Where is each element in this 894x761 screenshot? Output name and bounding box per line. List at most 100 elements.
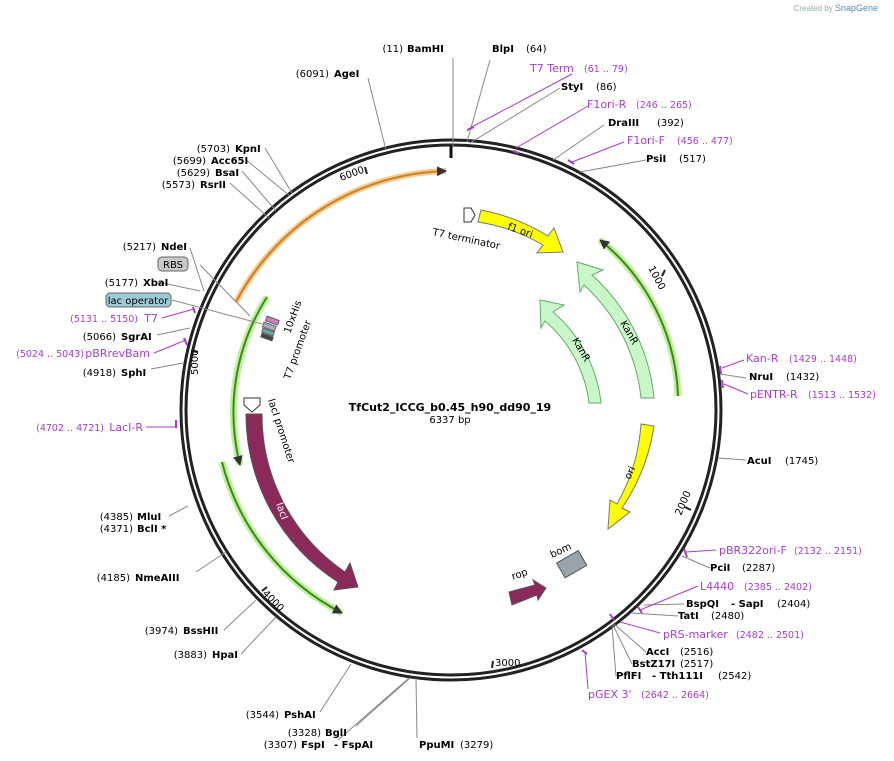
- primer-l4440: L4440: [700, 580, 734, 593]
- enzyme-fspi: FspI: [301, 740, 325, 751]
- enzyme-sgrai: SgrAI: [121, 332, 152, 343]
- green-arc-lower-line: [221, 461, 343, 614]
- ori-feature: [607, 423, 655, 531]
- enzyme-kpni: KpnI: [235, 144, 261, 155]
- enzyme-pos-bstz17i: (2517): [680, 659, 713, 670]
- lac-operator-label: lac operator: [108, 296, 169, 307]
- enzyme-nrui: NruI: [749, 372, 773, 383]
- enzyme-pos-ndei: (5217): [123, 242, 156, 253]
- laci-promoter-arrow: [243, 397, 261, 413]
- enzyme-pos-acui: (1745): [785, 456, 818, 467]
- enzyme-psii: PsiI: [646, 154, 666, 165]
- primer-range-t7term: (61 .. 79): [584, 64, 628, 75]
- enzyme-pos-acci: (2516): [680, 647, 713, 658]
- enzyme-pos-pflfi: (2542): [718, 671, 751, 682]
- plasmid-length: 6337 bp: [429, 415, 470, 426]
- primer-range-pgex3: (2642 .. 2664): [641, 690, 709, 701]
- rop-label: rop: [510, 567, 529, 583]
- laci-promoter-label: lacI promoter: [265, 398, 296, 466]
- backbone-outer-ring: [179, 138, 723, 682]
- enzyme-pos-sphi: (4918): [83, 368, 116, 379]
- enzyme-nmeaiii: NmeAIII: [135, 573, 179, 584]
- enzyme-rsrii: RsrII: [200, 180, 226, 191]
- bom-feature: [555, 549, 588, 579]
- primer-pbrrevbam: pBRrevBam: [85, 347, 150, 360]
- primer-laci-r: LacI-R: [109, 421, 143, 434]
- enzyme-bstz17i: BstZ17I: [632, 659, 675, 670]
- snapgene-credit: Created by SnapGene: [794, 3, 878, 13]
- enzyme-blpi: BlpI: [492, 44, 514, 55]
- enzyme-bamhi: BamHI: [407, 44, 444, 55]
- primer-range-l4440: (2385 .. 2402): [744, 582, 812, 593]
- backbone-inner-ring: [184, 143, 718, 677]
- enzyme-tati: TatI: [678, 611, 699, 622]
- primer-range-pentr-r: (1513 .. 1532): [808, 390, 876, 401]
- tick-label-4000: 4000: [260, 588, 286, 614]
- leader-lines: [150, 58, 747, 741]
- tick-label-2000: 2000: [674, 489, 694, 517]
- enzyme-agei: AgeI: [334, 69, 359, 80]
- enzyme-pos-pshai: (3544): [246, 710, 279, 721]
- enzyme-styi: StyI: [561, 82, 583, 93]
- enzyme-xbai: XbaI: [143, 278, 168, 289]
- enzyme-mlui: MluI: [137, 512, 161, 523]
- enzyme-labels: (11) BamHI BlpI (64) StyI (86) DraIII (3…: [83, 44, 820, 751]
- enzyme-pos-bsai: (5629): [177, 168, 210, 179]
- tick-label-3000: 3000: [495, 658, 520, 669]
- enzyme-acci: AccI: [646, 647, 669, 658]
- primer-f1ori-f: F1ori-F: [627, 134, 665, 147]
- primer-kan-r: Kan-R: [746, 352, 779, 365]
- enzyme-acc65i: Acc65I: [211, 156, 248, 167]
- enzyme-ndei: NdeI: [161, 242, 187, 253]
- enzyme-bsai: BsaI: [215, 168, 239, 179]
- enzyme-pos-xbai: (5177): [105, 278, 138, 289]
- tick-marks: [190, 166, 692, 669]
- enzyme-pos-styi: (86): [596, 82, 617, 93]
- credit-prefix: Created by: [793, 4, 833, 13]
- enzyme-pos-bcli: (4371): [100, 524, 133, 535]
- enzyme-pos-acc65i: (5699): [173, 156, 206, 167]
- primer-leaders: [146, 73, 749, 690]
- snapgene-brand: SnapGene: [834, 3, 878, 13]
- f1-ori-label: f1 ori: [506, 221, 534, 240]
- tick-label-5000: 5000: [190, 350, 201, 375]
- enzyme-pos-bsshii: (3974): [145, 626, 178, 637]
- primer-range-prs-marker: (2482 .. 2501): [736, 630, 804, 641]
- primer-range-f1ori-r: (246 .. 265): [636, 100, 692, 111]
- enzyme-sphi: SphI: [121, 368, 146, 379]
- kanr-outer-feature: [576, 261, 655, 399]
- enzyme-pos-rsrii: (5573): [162, 180, 195, 191]
- enzyme-hpai: HpaI: [212, 650, 238, 661]
- enzyme-pos-sgrai: (5066): [83, 332, 116, 343]
- laci-feature: [245, 413, 359, 591]
- primer-t7: T7: [143, 312, 158, 325]
- enzyme-ppumi: PpuMI: [419, 740, 454, 751]
- enzyme-tth111i: - Tth111I: [652, 671, 703, 682]
- primer-prs-marker: pRS-marker: [663, 628, 728, 641]
- enzyme-bsshii: BssHII: [183, 626, 218, 637]
- primer-pbr322ori-f: pBR322ori-F: [719, 544, 787, 557]
- enzyme-pos-tati: (2480): [711, 611, 744, 622]
- green-arc-upper-line: [232, 296, 268, 466]
- rop-feature: [508, 578, 547, 606]
- enzyme-pos-fspi: (3307): [264, 740, 297, 751]
- t7-terminator-arrow: [463, 207, 476, 223]
- enzyme-pos-blpi: (64): [526, 44, 547, 55]
- primer-t7term: T7 Term: [529, 62, 574, 75]
- primer-range-f1ori-f: (456 .. 477): [677, 136, 733, 147]
- enzyme-fspai: - FspAI: [334, 740, 373, 751]
- ori-label: ori: [623, 465, 638, 481]
- enzyme-pos-psii: (517): [679, 154, 706, 165]
- enzyme-pos-ppumi: (3279): [460, 740, 493, 751]
- enzyme-pshai: PshAI: [284, 710, 316, 721]
- primer-range-laci-r: (4702 .. 4721): [36, 423, 104, 434]
- enzyme-pos-bspqi: (2404): [777, 599, 810, 610]
- t7-feature-cluster: [260, 315, 280, 342]
- enzyme-pcii: PciI: [710, 563, 730, 574]
- enzyme-bspqi: BspQI: [686, 599, 719, 610]
- kanr-inner-feature: [539, 299, 602, 404]
- enzyme-pos-mlui: (4385): [100, 512, 133, 523]
- enzyme-pos-bgli: (3328): [288, 728, 321, 739]
- tick-label-1000: 1000: [645, 264, 667, 292]
